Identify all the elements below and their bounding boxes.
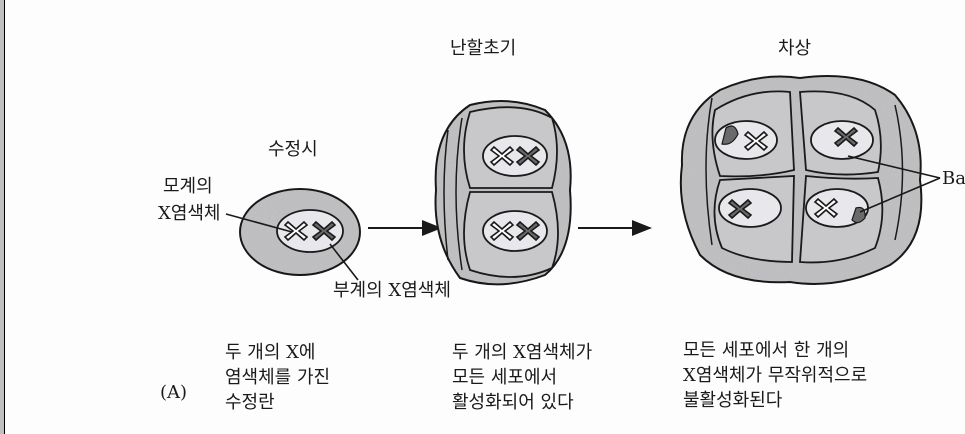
maternal-label-1: 모계의: [163, 176, 213, 197]
caption-2: 두 개의 X염색체가 모든 세포에서 활성화되어 있다: [452, 340, 592, 415]
panel-label: (A): [160, 382, 188, 403]
paternal-label: 부계의 X염색체: [333, 280, 451, 301]
caption-1: 두 개의 X에 염색체를 가진 수정란: [225, 340, 330, 415]
nucleus: [276, 209, 344, 253]
caption-line: 수정란: [225, 392, 275, 413]
barr-body-label: Ba: [942, 168, 965, 189]
early-cleavage-embryo: [434, 100, 572, 286]
caption-line: 불활성화된다: [683, 390, 783, 411]
caption-3: 모든 세포에서 한 개의 X염색체가 무작위적으로 불활성화된다: [683, 338, 867, 413]
caption-line: 모든 세포에서: [452, 367, 558, 388]
stage-title-fertilization: 수정시: [268, 139, 318, 160]
caption-line: 두 개의 X염색체가: [452, 342, 593, 363]
zygote: [225, 188, 361, 281]
stage-title-early-cleavage: 난할초기: [450, 38, 517, 59]
caption-line: 두 개의 X에: [225, 342, 316, 363]
page-edge: [0, 0, 5, 434]
later-embryo: [679, 75, 941, 285]
caption-line: 모든 세포에서 한 개의: [683, 340, 850, 361]
caption-line: 활성화되어 있다: [452, 392, 574, 413]
maternal-pointer: [225, 213, 293, 233]
caption-line: X염색체가 무작위적으로: [683, 365, 868, 386]
paternal-pointer: [329, 243, 359, 281]
stage-title-later: 차상: [778, 38, 812, 59]
caption-line: 염색체를 가진: [225, 367, 331, 388]
maternal-label-2: X염색체: [158, 203, 221, 224]
